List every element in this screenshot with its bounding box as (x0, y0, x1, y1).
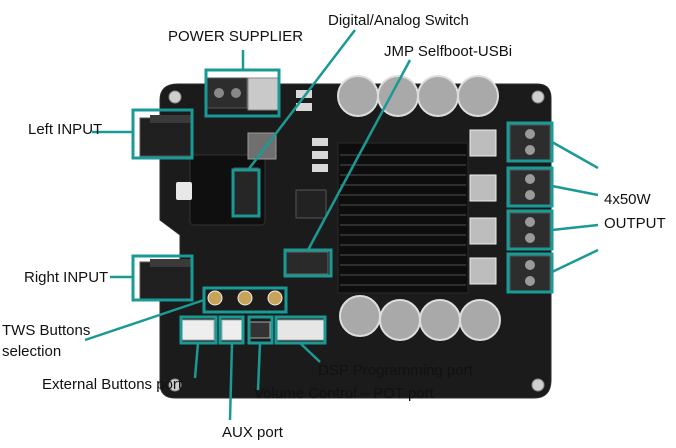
label-dsp-programming: DSP Programming port (318, 362, 473, 379)
input-jacks (139, 115, 193, 301)
label-aux-port: AUX port (222, 424, 283, 441)
top-capacitors (337, 75, 499, 117)
annotation-leaders (84, 29, 599, 421)
label-external-buttons: External Buttons port (42, 376, 183, 393)
power-connector (206, 77, 279, 111)
tws-buttons (207, 290, 283, 306)
inductor (247, 132, 277, 160)
label-output-line2: OUTPUT (604, 215, 666, 232)
label-right-input: Right INPUT (24, 269, 109, 286)
annotation-boxes (131, 68, 554, 345)
heatsink (337, 142, 469, 294)
label-jmp-selfboot: JMP Selfboot-USBi (384, 43, 513, 60)
label-power-supplier: POWER SUPPLIER (168, 28, 304, 45)
bottom-connectors (181, 319, 325, 341)
label-output-line1: 4x50W (604, 191, 651, 208)
label-volume-control: Volume Control – POT port (254, 385, 434, 402)
jumper-header (283, 251, 329, 275)
bottom-capacitors (339, 295, 501, 341)
smd-components (295, 90, 328, 219)
output-terminals (509, 124, 551, 292)
label-digital-analog-switch: Digital/Analog Switch (328, 12, 469, 29)
output-inductors (469, 129, 497, 285)
label-left-input: Left INPUT (28, 121, 103, 138)
label-tws-line1: TWS Buttons (2, 322, 91, 339)
label-tws-line2: selection (2, 343, 62, 360)
